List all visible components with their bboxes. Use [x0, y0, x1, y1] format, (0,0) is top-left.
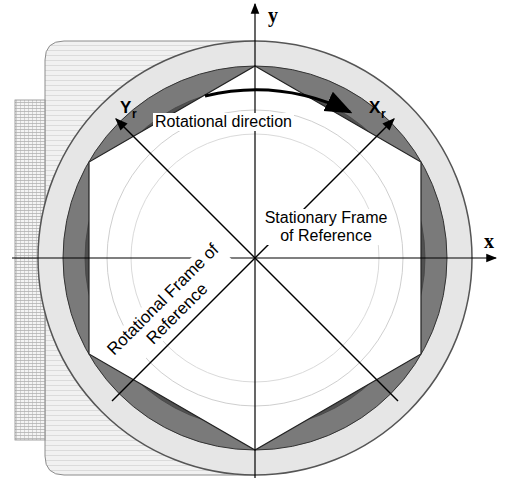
rotation-arrow	[205, 90, 350, 112]
yr-axis	[116, 119, 398, 401]
rotation-label: Rotational direction	[153, 113, 294, 131]
axis-label: X	[369, 98, 380, 118]
axis-label: x	[484, 230, 494, 253]
xr-axis	[112, 119, 394, 401]
axis-label: y	[268, 4, 278, 27]
axis-subscript: r	[132, 108, 137, 122]
y-axis	[254, 4, 255, 478]
frame-label: Stationary Frame of Reference	[258, 209, 394, 246]
axis-label: Y	[120, 98, 131, 118]
axis-subscript: r	[381, 108, 386, 122]
